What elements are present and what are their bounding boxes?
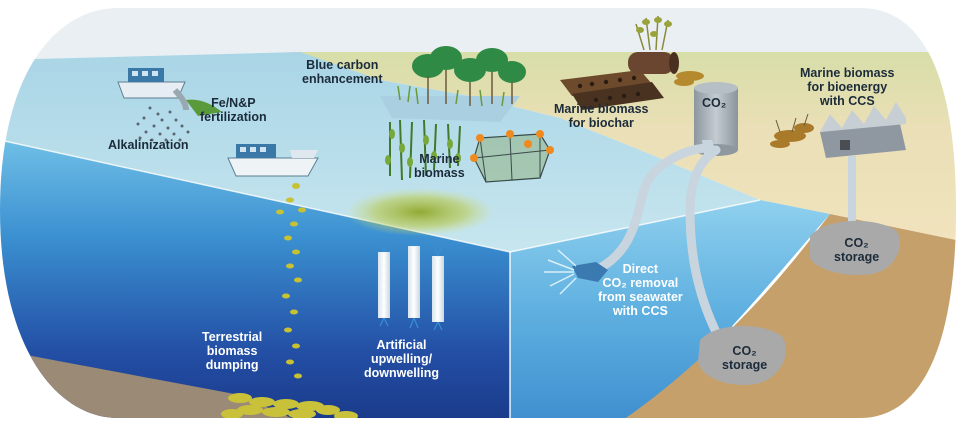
label-terrestrial-line-2: biomass — [206, 344, 258, 358]
label-bioenergy-line-3: with CCS — [819, 94, 875, 108]
label-biochar: Marine biomass for biochar — [554, 102, 648, 130]
biomass-pile — [221, 393, 358, 418]
label-upwelling: Artificial upwelling/ downwelling — [364, 338, 439, 380]
label-co2-storage-sea-line-1: CO₂ — [732, 344, 757, 358]
label-marine-biomass-line-2: biomass — [414, 166, 465, 180]
label-co2-storage-land: CO₂ storage — [834, 236, 879, 264]
label-bioenergy-line-2: for bioenergy — [807, 80, 888, 94]
label-upwelling-line-1: Artificial — [376, 338, 427, 352]
coastal-land — [290, 52, 956, 240]
seaweed-farm-cage-icon — [470, 130, 554, 183]
label-bioenergy: Marine biomass for bioenergy with CCS — [800, 66, 894, 108]
sea-storage-reservoir — [698, 325, 786, 385]
label-blue-carbon-line-2: enhancement — [302, 72, 383, 86]
label-direct-removal-line-2: CO₂ removal — [602, 276, 679, 290]
co2-tank-icon — [694, 82, 738, 156]
alkaline-particles — [136, 106, 190, 142]
label-direct-removal: Direct CO₂ removal from seawater with CC… — [598, 262, 683, 318]
seafloor — [0, 350, 300, 418]
label-terrestrial-line-3: dumping — [205, 358, 259, 372]
bioenergy-plant-icon — [770, 102, 906, 158]
direct-removal-device-icon — [544, 249, 608, 295]
label-co2-storage-land-line-2: storage — [834, 250, 880, 264]
coastal-water-section — [510, 200, 830, 418]
label-marine-biomass: Marine biomass — [414, 152, 465, 180]
kelp-bed — [385, 119, 461, 181]
label-upwelling-line-2: upwelling/ — [370, 352, 433, 366]
ocean-cross-section — [0, 140, 510, 418]
label-direct-removal-line-1: Direct — [622, 262, 659, 276]
label-direct-removal-line-4: with CCS — [612, 304, 668, 318]
co2-pipelines — [595, 143, 721, 337]
label-biochar-line-2: for biochar — [568, 116, 634, 130]
mangrove-forest — [380, 46, 526, 122]
biochar-kiln-icon — [560, 15, 704, 110]
label-bioenergy-line-1: Marine biomass — [800, 66, 895, 80]
label-alkalinization: Alkalinization — [108, 138, 189, 152]
label-upwelling-line-3: downwelling — [364, 366, 439, 380]
label-fertilization-line-2: fertilization — [200, 110, 267, 124]
label-marine-biomass-line-1: Marine — [419, 152, 460, 166]
label-fertilization: Fe/N&P fertilization — [200, 96, 267, 124]
label-direct-removal-line-3: from seawater — [598, 290, 683, 304]
plankton-bloom — [345, 188, 495, 236]
label-co2-storage-land-line-1: CO₂ — [844, 236, 869, 250]
label-fertilization-line-1: Fe/N&P — [211, 96, 256, 110]
label-co2-tank: CO₂ — [702, 96, 727, 110]
label-terrestrial-line-1: Terrestrial — [202, 330, 263, 344]
dumping-ship-icon — [227, 144, 319, 177]
label-terrestrial: Terrestrial biomass dumping — [202, 330, 262, 372]
upwelling-columns — [378, 235, 444, 331]
label-biochar-line-1: Marine biomass — [554, 102, 649, 116]
label-blue-carbon: Blue carbon enhancement — [302, 58, 383, 86]
sinking-biomass — [276, 183, 306, 379]
label-co2-storage-sea: CO₂ storage — [722, 344, 767, 372]
label-blue-carbon-line-1: Blue carbon — [306, 58, 379, 72]
alkalinization-ship-icon — [117, 68, 222, 116]
land-storage-pipe — [810, 156, 900, 276]
label-co2-storage-sea-line-2: storage — [722, 358, 768, 372]
